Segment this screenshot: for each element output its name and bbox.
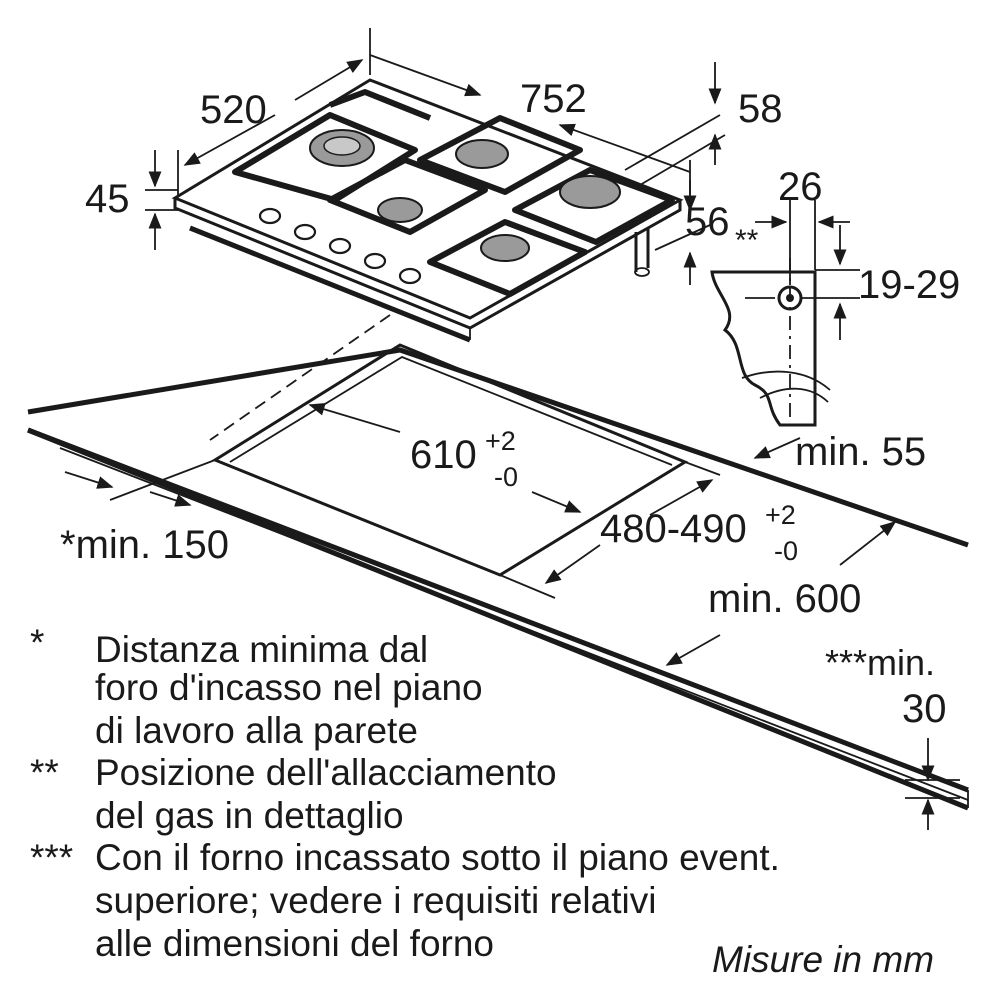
dim-cutout-width: 610 [410,433,477,477]
dim-gas-offset-26: 26 [778,165,823,209]
dim-min-55: min. 55 [795,430,926,474]
worktop-front-edge [27,427,969,793]
hob-drawing: 752 520 58 45 56 [85,28,783,343]
burner-front-right [480,234,530,262]
note-1-line-1: Distanza minima dal [95,629,428,670]
dim-cutout-depth-tol-minus: -0 [774,536,798,566]
worktop-drawing: 610 +2 -0 480-490 +2 -0 min. 55 *min. 15… [27,314,969,830]
note-1-marker: * [30,622,44,663]
grate-front-mid [327,157,488,235]
dim-gas-height: 19-29 [858,263,960,307]
note-1-line-2: foro d'incasso nel piano [95,667,483,708]
dim-depth-520: 520 [200,88,267,132]
dim-cutout-width-tol-plus: +2 [485,426,516,456]
note-2-marker: ** [30,752,59,793]
notes-legend: * Distanza minima dal foro d'incasso nel… [30,622,780,964]
grate-front-right [427,219,588,297]
grate-front-left [232,112,418,203]
units-note: Misure in mm [712,939,934,980]
gas-connection-detail: 26 ** 19-29 [710,165,960,427]
note-3-line-2: superiore; vedere i requisiti relativi [95,880,656,921]
detail-section [710,270,817,427]
dim-height-58: 58 [738,87,783,131]
dim-cutout-width-tol-minus: -0 [494,462,518,492]
dim-width-752: 752 [520,77,587,121]
dim-cutout-depth-tol-plus: +2 [765,500,796,530]
note-3-line-1: Con il forno incassato sotto il piano ev… [95,837,780,878]
burner-back-mid [455,139,509,169]
dim-oven-value: 30 [902,687,947,731]
control-knobs [258,207,422,285]
note-3-line-3: alle dimensioni del forno [95,923,494,964]
dim-cutout-depth: 480-490 [600,507,747,551]
grate-back-mid [417,115,583,195]
dim-min-600: min. 600 [708,577,861,621]
note-3-marker: *** [30,837,73,878]
gas-marker: ** [735,224,759,257]
hob-underside [189,225,471,343]
dim-min-150: *min. 150 [60,523,229,567]
worktop-back-edge [27,347,969,548]
note-2-line-2: del gas in dettaglio [95,795,404,836]
gas-connector [634,228,650,272]
burner-front-mid [377,197,423,223]
note-1-line-3: di lavoro alla parete [95,710,418,751]
dim-glass-45: 45 [85,177,130,221]
dim-under-56: 56 [685,200,730,244]
note-2-line-1: Posizione dell'allacciamento [95,752,557,793]
dim-oven-label: ***min. [825,642,935,683]
burner-back-right [559,175,621,209]
